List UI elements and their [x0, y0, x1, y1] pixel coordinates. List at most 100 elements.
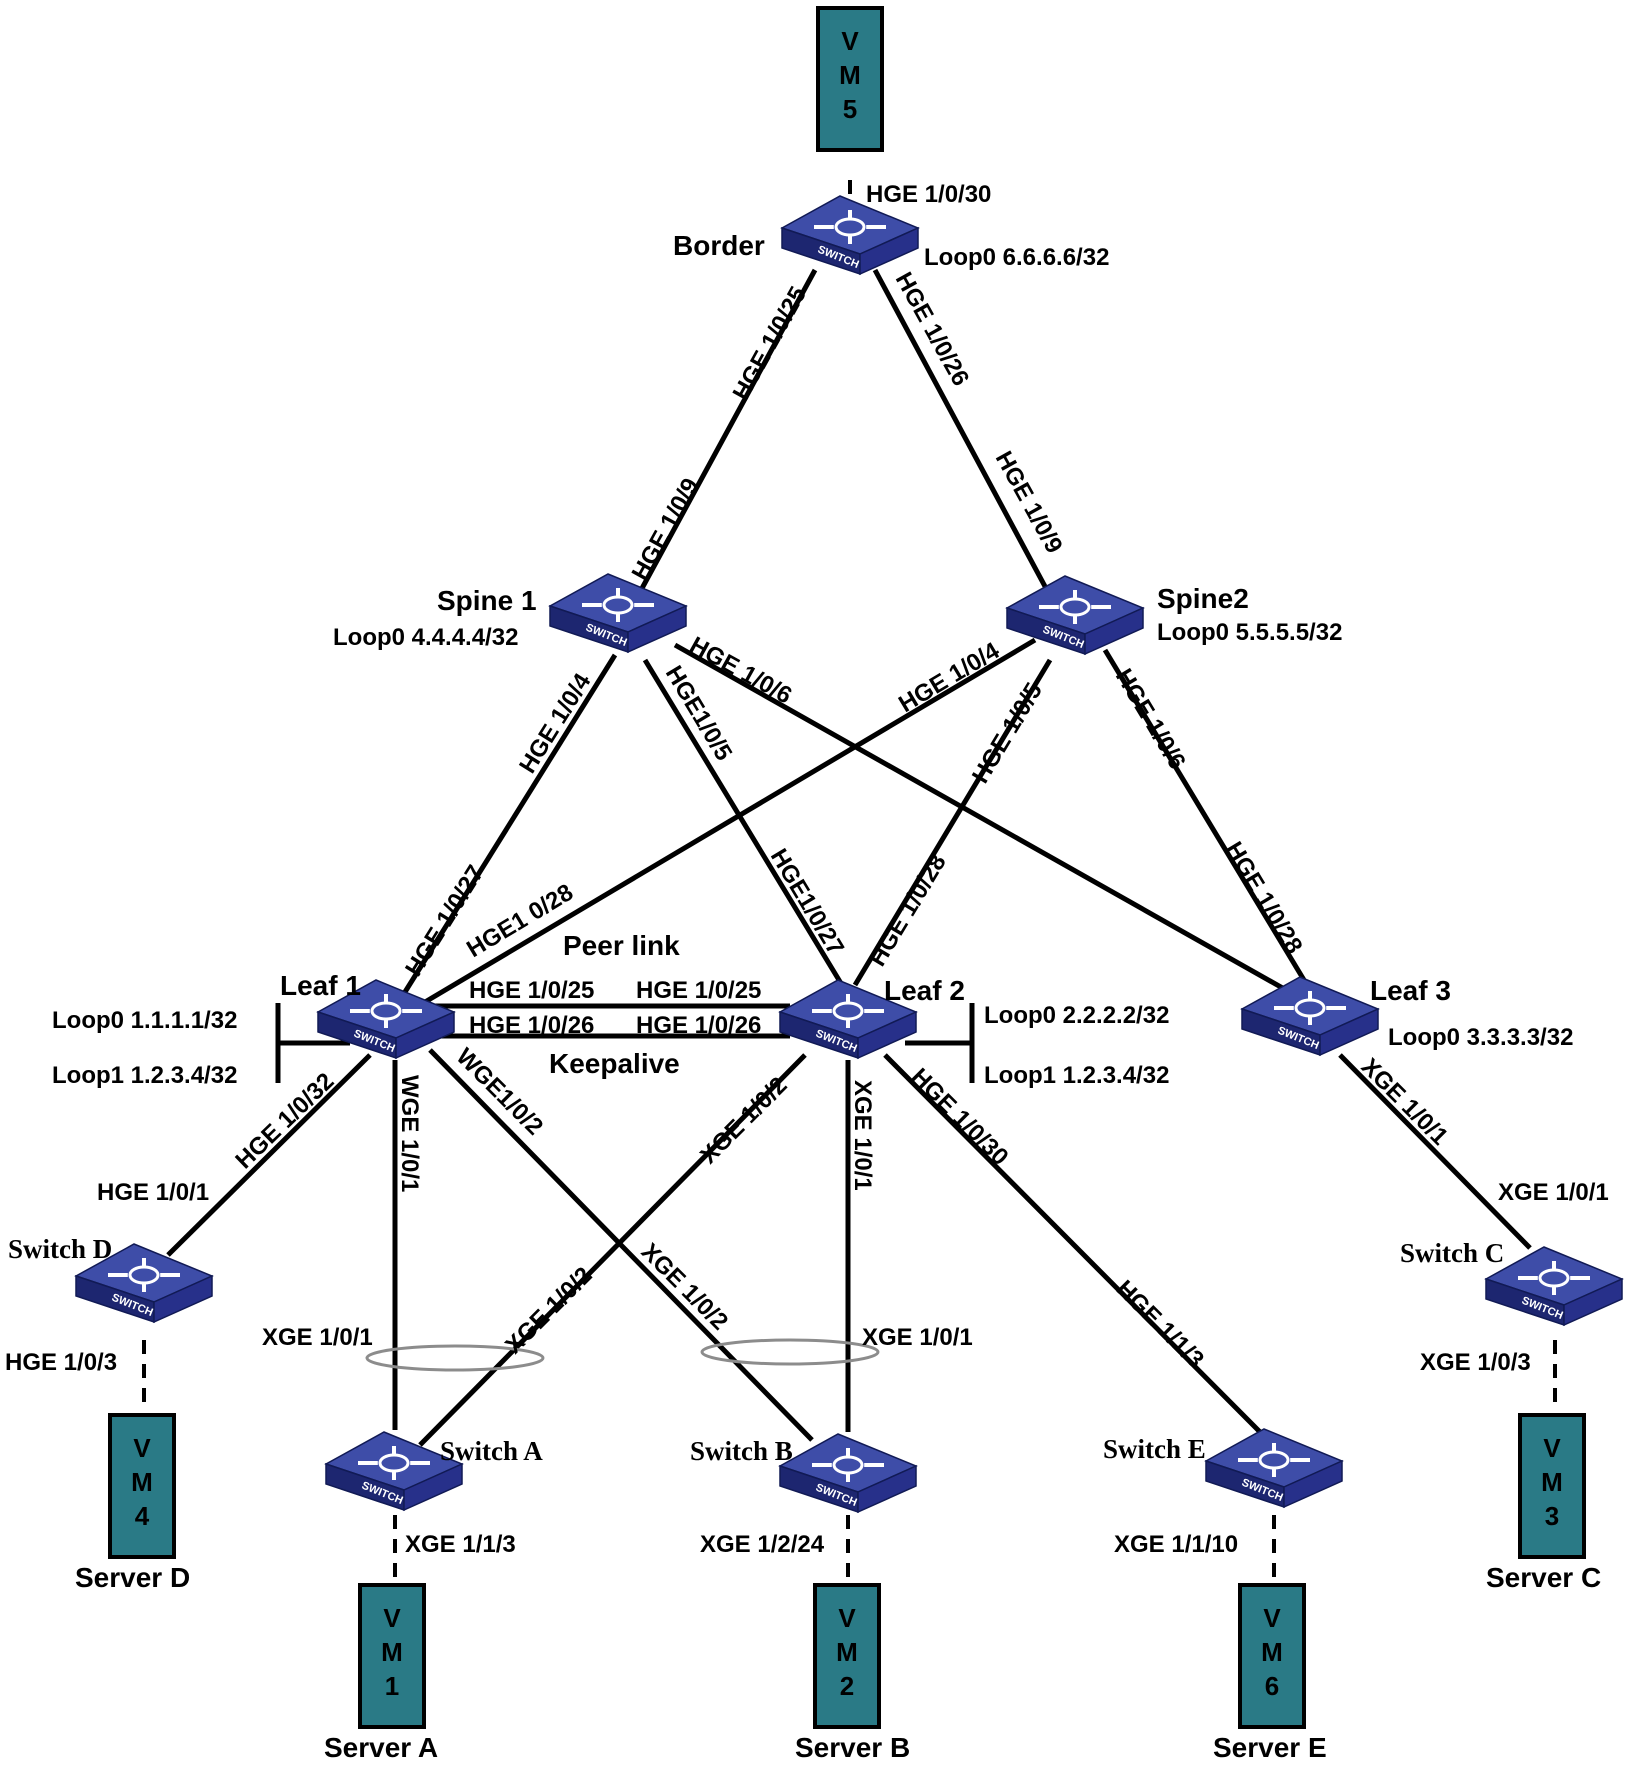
leaf2-switch-arrows-icon	[812, 994, 884, 1028]
link-border-spine2	[872, 268, 1051, 594]
spine1-switch-arrows-icon	[582, 588, 654, 622]
vm3-letter: 3	[1545, 1501, 1559, 1531]
leaf2-loopback-bracket	[905, 1003, 975, 1083]
spine1-switch-icon: SWITCH	[548, 573, 688, 654]
vm4-rect	[108, 1413, 176, 1559]
vm2-rect	[813, 1583, 881, 1729]
link-spine2-leaf1	[418, 637, 1037, 1008]
spine2-switch-icon: SWITCH	[1005, 575, 1145, 656]
leaf2-label: Leaf 2	[884, 975, 965, 1006]
spine2-loopback: Loop0 5.5.5.5/32	[1157, 619, 1342, 646]
vm3-letter: V	[1543, 1433, 1561, 1463]
server-d-label: Server D	[75, 1562, 190, 1593]
spine1-switch-face	[627, 604, 687, 654]
border-switch-face	[859, 226, 919, 276]
label-leaf2-peer1: HGE 1/0/25	[636, 977, 761, 1004]
vm3-letter: M	[1541, 1467, 1563, 1497]
switches: SWITCH SWITCH SWITCH SWITCH SWITCH SWITCH SWIT…	[74, 195, 1624, 1514]
border-loopback: Loop0 6.6.6.6/32	[924, 244, 1109, 271]
label-leaf2-switch-a: XGE 1/0/2	[695, 1072, 792, 1169]
aggregation-ellipse-switch-a	[365, 1344, 545, 1372]
border-switch-arrows-icon	[814, 210, 886, 244]
label-switch-d-leaf1: HGE 1/0/1	[97, 1179, 209, 1206]
aggregation-ellipse-switch-b	[700, 1338, 880, 1366]
label-switch-c-down: XGE 1/0/3	[1420, 1349, 1531, 1376]
link-spine2-leaf2	[852, 658, 1053, 987]
label-leaf2-spine1: HGE1/0/27	[765, 844, 849, 960]
link-spine1-leaf1	[397, 653, 618, 1002]
leaf3-switch-face	[1319, 1007, 1379, 1057]
vm6-letter: M	[1261, 1637, 1283, 1667]
border-label: Border	[673, 230, 765, 261]
label-switch-c-leaf3: XGE 1/0/1	[1498, 1179, 1609, 1206]
label-switch-a-leaf1: XGE 1/0/1	[262, 1324, 373, 1351]
link-leaf2-switch-e	[883, 1053, 1262, 1434]
switch-e-switch-icon: SWITCH	[1204, 1428, 1344, 1509]
port-labels: HGE 1/0/30 HGE 1/0/25 HGE 1/0/26 HGE 1/0…	[5, 181, 1609, 1558]
label-switch-b-leaf2: XGE 1/0/1	[862, 1324, 973, 1351]
label-peer-link: Peer link	[563, 930, 680, 961]
label-spine1-border: HGE 1/0/9	[627, 474, 705, 585]
leaf3-loopback: Loop0 3.3.3.3/32	[1388, 1024, 1573, 1051]
vm1-box: VM1	[358, 1583, 426, 1729]
label-leaf1-peer1: HGE 1/0/25	[469, 977, 594, 1004]
link-leaf3-switch-c	[1338, 1053, 1532, 1250]
link-spine2-leaf3	[1102, 648, 1313, 992]
leaf2-loopback0: Loop0 2.2.2.2/32	[984, 1002, 1169, 1029]
leaf1-loopback1: Loop1 1.2.3.4/32	[52, 1062, 237, 1089]
label-spine2-leaf3: HGE 1/0/6	[1110, 664, 1191, 774]
vm4-letter: 4	[135, 1501, 150, 1531]
vm1-letter: 1	[385, 1671, 399, 1701]
switch-b-switch-arrows-icon	[812, 1448, 884, 1482]
link-border-spine1	[637, 268, 818, 594]
switch-d-switch-face	[153, 1274, 213, 1324]
switch-b-switch-face	[857, 1464, 917, 1514]
vm4-letter: M	[131, 1467, 153, 1497]
vm3-box: VM 3	[1518, 1413, 1586, 1559]
link-leaf2-switch-a	[418, 1053, 807, 1447]
label-leaf1-switch-d: HGE 1/0/32	[230, 1068, 339, 1175]
server-b-label: Server B	[795, 1732, 910, 1763]
leaf3-label: Leaf 3	[1370, 975, 1451, 1006]
vm2-letter: M	[836, 1637, 858, 1667]
switch-a-switch-face	[403, 1462, 463, 1512]
server-a-label: Server A	[324, 1732, 438, 1763]
leaf1-switch-face	[395, 1010, 455, 1060]
links	[142, 180, 1557, 1580]
leaf3-switch-icon: SWITCH	[1240, 976, 1380, 1057]
vm5-box: VM5	[816, 6, 884, 152]
switch-c-switch-arrows-icon	[1518, 1261, 1590, 1295]
label-leaf2-switch-b: XGE 1/0/1	[849, 1080, 876, 1191]
switch-e-switch-arrows-icon	[1238, 1443, 1310, 1477]
vm4-box: VM4	[108, 1413, 176, 1559]
label-border-up: HGE 1/0/30	[866, 181, 991, 208]
label-switch-e-leaf2: HGE 1/1/3	[1111, 1275, 1209, 1373]
server-c-label: Server C	[1486, 1562, 1601, 1593]
vm5-letter: M	[839, 60, 861, 90]
leaf3-switch-arrows-icon	[1274, 991, 1346, 1025]
vm3-rect	[1518, 1413, 1586, 1559]
switch-e-switch-face	[1283, 1459, 1343, 1509]
leaf1-label: Leaf 1	[280, 970, 361, 1001]
label-switch-b-leaf1: XGE 1/0/2	[636, 1238, 733, 1335]
label-leaf2-peer2: HGE 1/0/26	[636, 1012, 761, 1039]
vm5-rect	[816, 6, 884, 152]
switch-d-switch-arrows-icon	[108, 1258, 180, 1292]
vm6-letter: 6	[1265, 1671, 1279, 1701]
label-switch-a-leaf2: XGE 1/0/2	[500, 1262, 597, 1359]
vm6-box: VM6	[1238, 1583, 1306, 1729]
switch-b-switch-icon: SWITCH	[778, 1433, 918, 1514]
label-leaf1-peer2: HGE 1/0/26	[469, 1012, 594, 1039]
border-switch-icon: SWITCH	[780, 195, 920, 276]
vm2-box: VM2	[813, 1583, 881, 1729]
label-leaf3-switch-c: XGE 1/0/1	[1356, 1053, 1453, 1150]
leaf2-switch-face	[857, 1010, 917, 1060]
leaf2-loopback1: Loop1 1.2.3.4/32	[984, 1062, 1169, 1089]
spine1-loopback: Loop0 4.4.4.4/32	[333, 624, 518, 651]
link-spine1-leaf2	[642, 658, 845, 987]
server-e-label: Server E	[1213, 1732, 1327, 1763]
leaf2-switch-icon: SWITCH	[778, 979, 918, 1060]
label-leaf1-switch-a: WGE 1/0/1	[396, 1075, 423, 1192]
